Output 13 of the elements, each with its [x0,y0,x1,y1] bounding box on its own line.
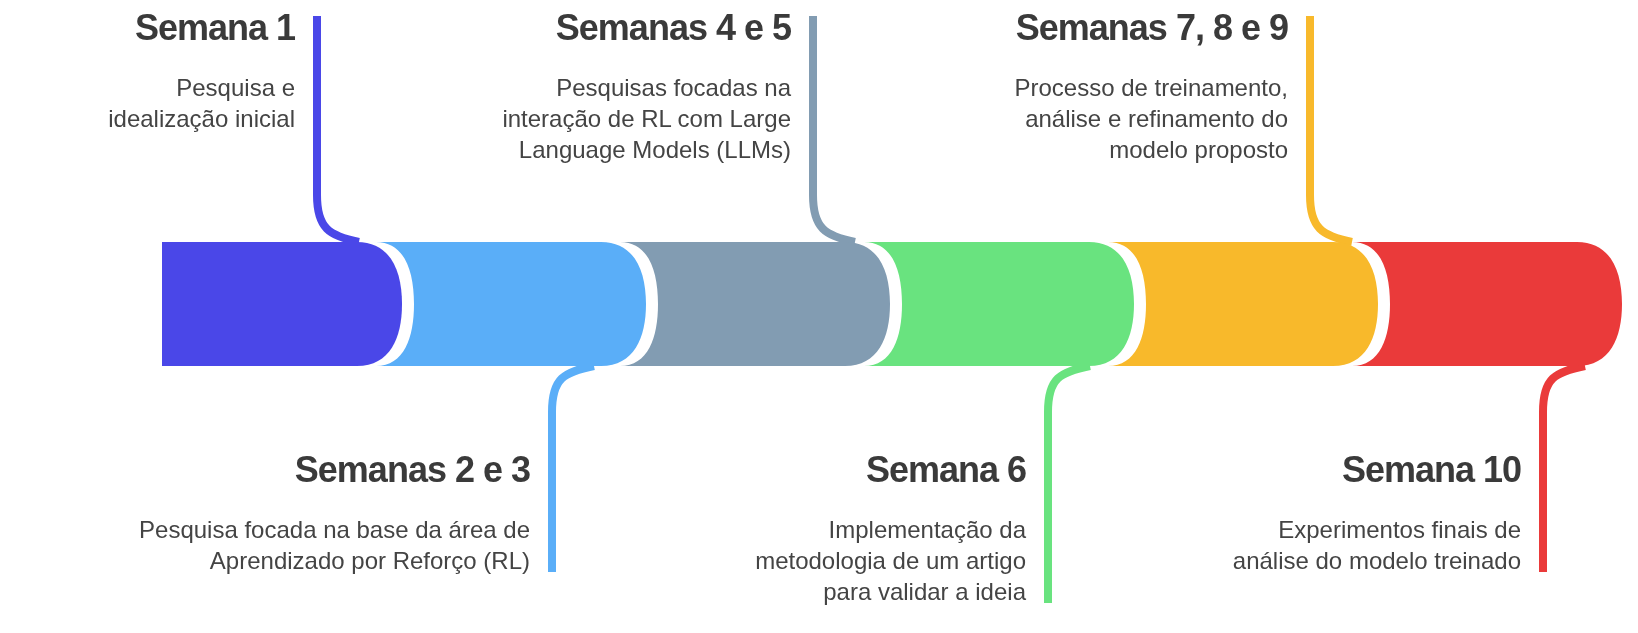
step-description: Experimentos finais de análise do modelo treinado [1231,515,1521,576]
step-heading: Semana 10 [1340,448,1521,492]
step-heading: Semanas 7, 8 e 9 [1014,6,1288,50]
step-description: Pesquisa focada na base da área de Aprendizado por Reforço (RL) [138,515,530,576]
step-description: Pesquisa e idealização inicial [107,73,295,134]
step-description: Pesquisas focadas na interação de RL com Large Language Models (LLMs) [501,73,791,165]
step-description: Implementação da metodologia de um artigo para validar a ideia [754,515,1026,607]
step-heading: Semanas 2 e 3 [293,448,530,492]
step-description: Processo de treinamento, análise e refinamento do modelo proposto [1013,73,1288,165]
timeline-segment [162,242,402,366]
step-heading: Semana 1 [133,6,295,50]
step-heading: Semanas 4 e 5 [554,6,791,50]
step-heading: Semana 6 [864,448,1026,492]
